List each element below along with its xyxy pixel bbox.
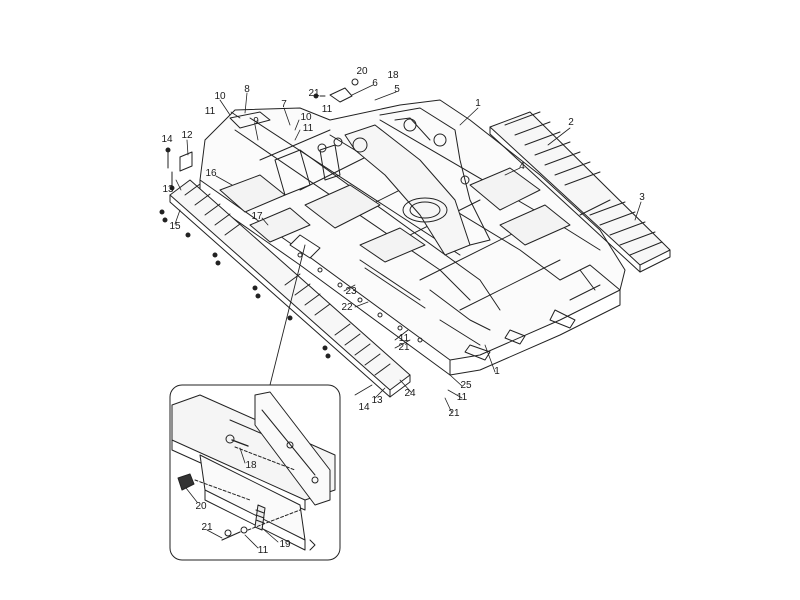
callout-22: 22 [341,302,353,313]
callout-10-left: 10 [214,91,226,102]
callout-12: 12 [181,130,193,141]
detail-callout-11: 11 [257,545,269,556]
right-step-panels [489,111,671,273]
callout-11-low: 11 [456,392,468,403]
callout-20: 20 [356,66,368,77]
callout-11-c: 11 [321,104,333,115]
callout-13-low: 13 [371,395,383,406]
callout-21-low: 21 [448,408,460,419]
callout-2: 2 [568,117,574,128]
callout-24: 24 [404,388,416,399]
detail-inset [169,384,341,561]
callout-16: 16 [205,168,217,179]
callout-4: 4 [519,161,525,172]
callout-14-low: 14 [358,402,370,413]
left-step-panels [159,179,411,398]
detail-callout-18: 18 [245,460,257,471]
callout-1-bottom: 1 [494,366,500,377]
callout-11-mid: 11 [398,333,410,344]
callout-15: 15 [169,221,181,232]
callout-17: 17 [251,211,263,222]
callout-5: 5 [394,84,400,95]
callout-21-top: 21 [308,88,320,99]
callout-25: 25 [460,380,472,391]
callout-21-mid: 21 [398,342,410,353]
callout-6: 6 [372,78,378,89]
callout-8: 8 [244,84,250,95]
main-frame [199,99,626,376]
leader-lines [174,84,642,414]
detail-callout-21: 21 [201,522,213,533]
callout-3: 3 [639,192,645,203]
hardware-top-left [165,78,359,191]
inset-connector [269,234,321,386]
callout-11-b: 11 [204,106,216,117]
callout-7: 7 [281,99,287,110]
callout-9: 9 [253,116,259,127]
callout-14-top: 14 [161,134,173,145]
callout-1-top: 1 [475,98,481,109]
callout-13-top: 13 [162,184,174,195]
callout-23: 23 [345,286,357,297]
callout-10-mid: 10 [300,112,312,123]
callout-11-a: 11 [302,123,314,134]
callout-18: 18 [387,70,399,81]
detail-callout-20: 20 [195,501,207,512]
detail-callout-19: 19 [279,539,291,550]
